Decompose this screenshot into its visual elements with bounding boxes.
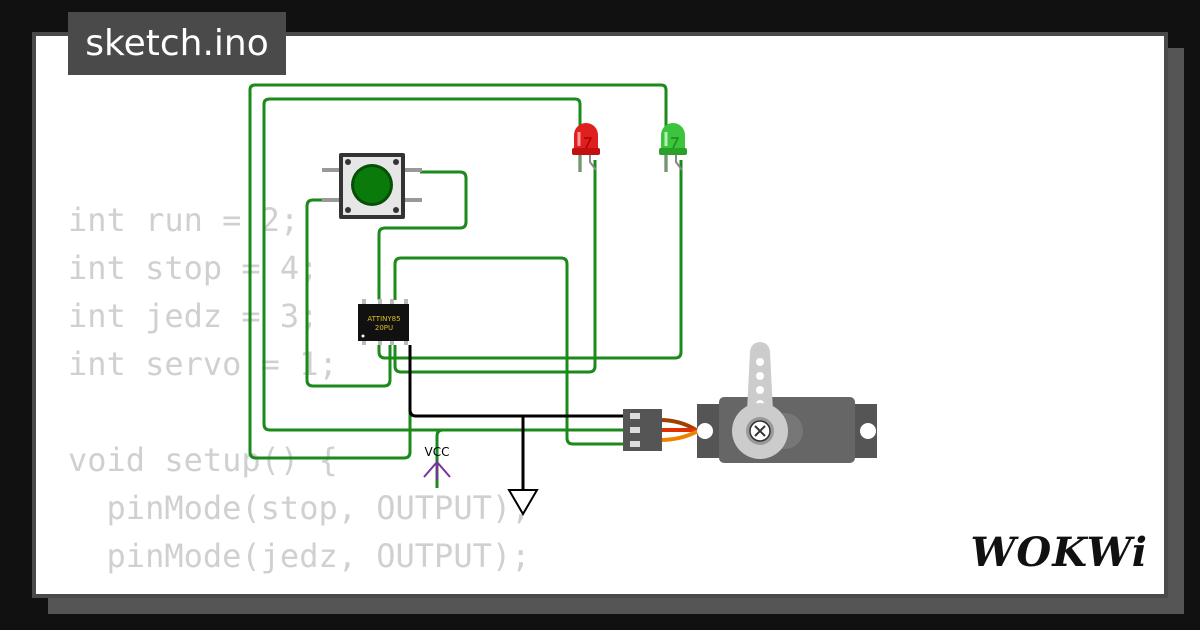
servo-motor[interactable] xyxy=(697,342,877,463)
sketch-title: sketch.ino xyxy=(68,12,286,75)
chip-label: ATTINY85 xyxy=(367,315,400,323)
led-green[interactable] xyxy=(659,123,687,172)
wire xyxy=(408,345,624,418)
wire xyxy=(393,256,624,446)
chip-sublabel: 20PU xyxy=(375,324,393,332)
wires-black xyxy=(408,345,624,490)
code-line: int stop = 4; xyxy=(68,249,319,287)
vcc-label: VCC xyxy=(425,445,450,459)
wire xyxy=(248,83,668,460)
code-background: int run = 2;int stop = 4;int jedz = 3;in… xyxy=(68,196,530,580)
wire xyxy=(377,160,683,360)
servo-connector xyxy=(623,409,716,451)
vcc-symbol: VCC xyxy=(423,445,451,480)
code-line: pinMode(stop, OUTPUT); xyxy=(68,489,531,527)
wire xyxy=(393,160,597,374)
wire xyxy=(377,170,468,300)
attiny85-chip[interactable]: ATTINY85 20PU xyxy=(358,299,409,345)
wire xyxy=(305,198,392,388)
diagram-canvas: int run = 2;int stop = 4;int jedz = 3;in… xyxy=(36,36,1164,594)
wires-green xyxy=(248,83,683,488)
led-red[interactable] xyxy=(572,123,600,172)
wokwi-logo: WOKWi xyxy=(970,529,1148,576)
pushbutton[interactable] xyxy=(322,153,422,219)
ground-icon xyxy=(507,489,539,516)
code-line: int run = 2; xyxy=(68,201,300,239)
code-line: void setup() { xyxy=(68,441,338,479)
code-line: pinMode(jedz, OUTPUT); xyxy=(68,537,531,575)
wire xyxy=(262,97,624,432)
wire xyxy=(435,428,624,488)
